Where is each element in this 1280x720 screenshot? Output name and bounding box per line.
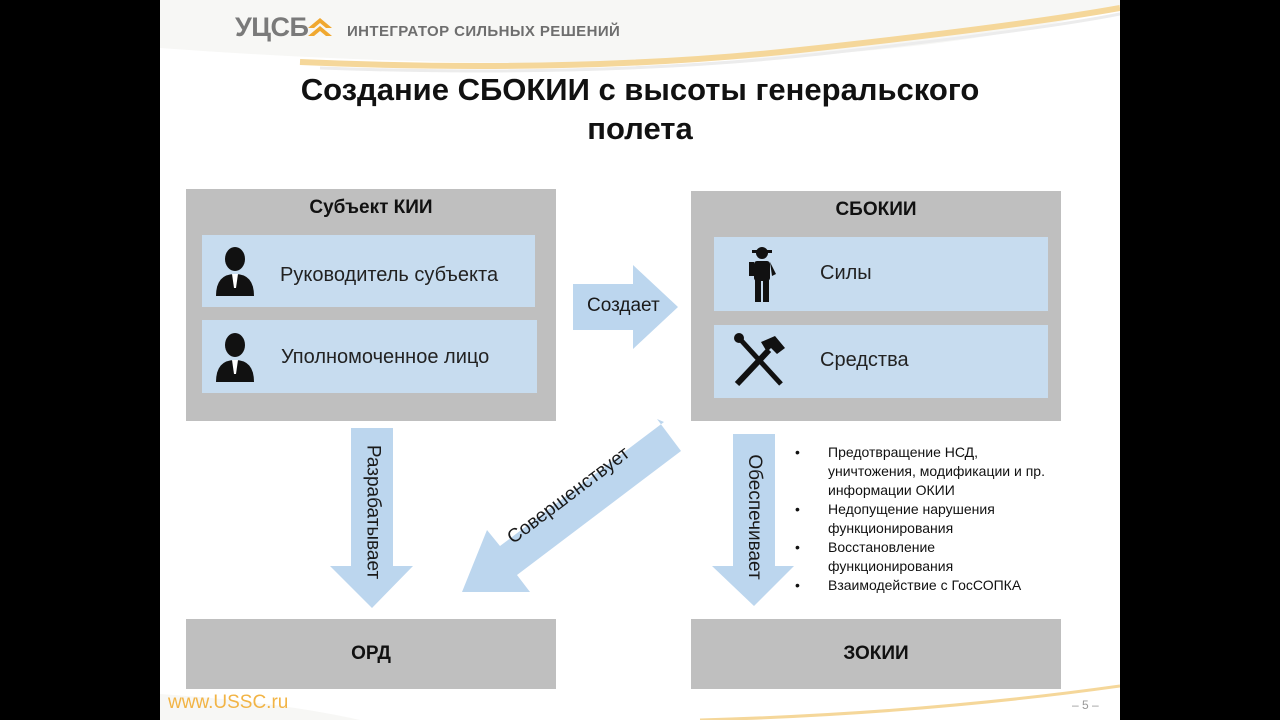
subject-kii-panel: Субъект КИИ Руководитель субъекта Уполно… bbox=[186, 189, 556, 421]
bullet-item: Восстановление функционирования bbox=[795, 538, 1045, 576]
person-icon bbox=[216, 333, 254, 382]
person-icon bbox=[216, 247, 254, 296]
arrow-ensures bbox=[712, 434, 794, 606]
bullet-list: Предотвращение НСД, уничтожения, модифик… bbox=[795, 443, 1045, 595]
card-head-of-subject-label: Руководитель субъекта bbox=[280, 264, 499, 286]
tools-icon bbox=[734, 333, 785, 387]
subject-kii-title: Субъект КИИ bbox=[309, 197, 433, 218]
page-title: Создание СБОКИИ с высоты генеральского п… bbox=[220, 70, 1060, 148]
bullet-item: Взаимодействие с ГосСОПКА bbox=[795, 576, 1045, 595]
title-line-1: Создание СБОКИИ с высоты генеральского bbox=[300, 72, 980, 107]
worker-icon bbox=[749, 247, 776, 302]
header-swoosh bbox=[160, 0, 1120, 73]
sbokii-panel: СБОКИИ Силы Средства bbox=[691, 191, 1061, 421]
ord-box: ОРД bbox=[186, 619, 556, 689]
logo-mark-icon bbox=[308, 18, 332, 36]
ord-label: ОРД bbox=[351, 643, 391, 664]
footer-url[interactable]: www.USSC.ru bbox=[168, 692, 289, 713]
arrow-improves bbox=[462, 419, 681, 592]
develops-label: Разрабатывает bbox=[362, 444, 384, 580]
zokii-label: ЗОКИИ bbox=[843, 643, 909, 664]
tagline: ИНТЕГРАТОР СИЛЬНЫХ РЕШЕНИЙ bbox=[347, 23, 621, 40]
footer-swoosh bbox=[160, 684, 1120, 720]
card-means: Средства bbox=[714, 325, 1048, 398]
ensures-label: Обеспечивает bbox=[744, 454, 765, 580]
arrow-creates bbox=[573, 265, 678, 349]
card-authorized-person: Уполномоченное лицо bbox=[202, 320, 537, 393]
page-number: – 5 – bbox=[1072, 698, 1099, 712]
bullet-item: Недопущение нарушения функционирования bbox=[795, 500, 1045, 538]
zokii-box: ЗОКИИ bbox=[691, 619, 1061, 689]
card-head-of-subject: Руководитель субъекта bbox=[202, 235, 535, 307]
arrow-develops bbox=[330, 428, 413, 608]
sbokii-title: СБОКИИ bbox=[835, 199, 917, 220]
card-forces: Силы bbox=[714, 237, 1048, 311]
bullet-item: Предотвращение НСД, уничтожения, модифик… bbox=[795, 443, 1045, 500]
card-forces-label: Силы bbox=[820, 262, 872, 284]
slide: УЦСБ ИНТЕГРАТОР СИЛЬНЫХ РЕШЕНИЙ Создание… bbox=[160, 0, 1120, 720]
title-line-2: полета bbox=[587, 111, 693, 146]
creates-label: Создает bbox=[587, 295, 660, 316]
arrows-layer bbox=[330, 265, 794, 608]
logo-text: УЦСБ bbox=[235, 12, 309, 42]
card-means-label: Средства bbox=[820, 349, 909, 371]
card-authorized-person-label: Уполномоченное лицо bbox=[281, 346, 490, 368]
